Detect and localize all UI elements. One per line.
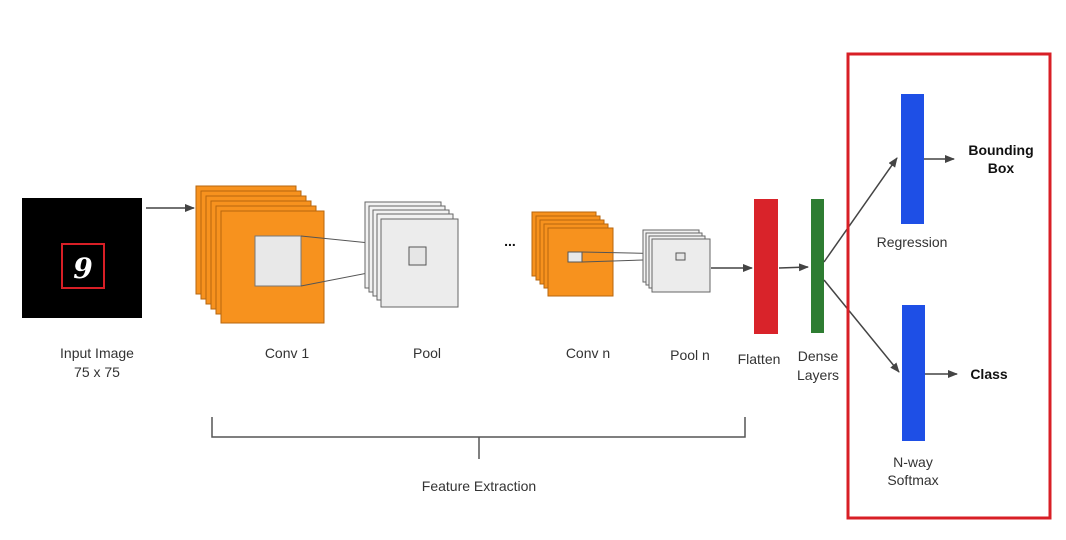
dense-layers-label: Layers <box>797 367 839 383</box>
bounding-box-output-line2: Box <box>988 160 1015 176</box>
pooln-window <box>675 252 686 261</box>
regression-label: Regression <box>877 234 948 250</box>
arrow-dense-softmax <box>823 279 900 373</box>
input-label: Input Image <box>60 345 134 361</box>
convn-kernel <box>567 251 583 263</box>
output-heads-highlight <box>846 52 1052 520</box>
pooln-stack <box>642 229 711 293</box>
pool-window <box>408 246 427 266</box>
softmax-label-line2: Softmax <box>887 472 938 488</box>
pool-stack <box>364 201 459 308</box>
dense-label: Dense <box>798 348 839 364</box>
bounding-box-output: Bounding <box>968 142 1033 158</box>
feature-extraction-bracket <box>211 417 746 438</box>
pooln-label: Pool n <box>670 347 710 363</box>
convn-label: Conv n <box>566 345 610 361</box>
convn-stack <box>531 211 614 297</box>
softmax-label: N-way <box>893 454 933 470</box>
flatten-label: Flatten <box>738 351 781 367</box>
flatten-layer <box>754 199 778 334</box>
conv1-stack <box>195 185 325 324</box>
input-image: 9 <box>22 198 142 318</box>
input-size-label: 75 x 75 <box>74 364 120 380</box>
input-digit: 9 <box>73 252 92 285</box>
pool-label: Pool <box>413 345 441 361</box>
ellipsis: ... <box>504 233 516 249</box>
dense-layer <box>811 199 824 333</box>
arrow-dense-regression <box>823 157 898 263</box>
regression-layer <box>901 94 924 224</box>
conv1-label: Conv 1 <box>265 345 310 361</box>
class-output: Class <box>970 366 1008 382</box>
conv1-kernel <box>254 235 302 287</box>
softmax-layer <box>902 305 925 441</box>
arrow-flatten-dense <box>778 263 809 272</box>
feature-extraction-label: Feature Extraction <box>422 478 536 494</box>
